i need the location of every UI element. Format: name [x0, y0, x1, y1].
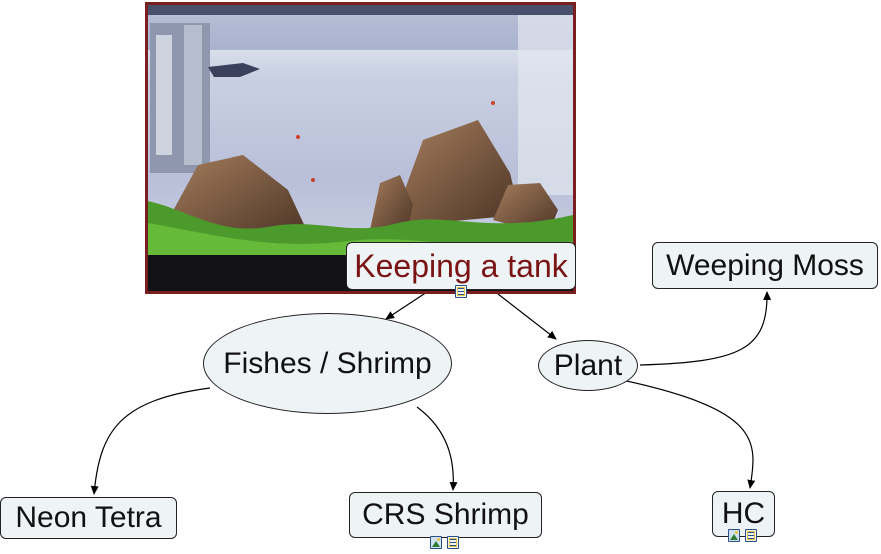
- node-plant[interactable]: Plant: [538, 340, 638, 391]
- node-label: CRS Shrimp: [362, 498, 529, 531]
- node-weeping-moss[interactable]: Weeping Moss: [652, 242, 878, 289]
- node-label: Fishes / Shrimp: [223, 346, 432, 380]
- edge-plant-to-moss: [639, 291, 772, 366]
- node-neon-tetra[interactable]: Neon Tetra: [0, 497, 177, 539]
- edge-plant-to-hc: [621, 379, 756, 489]
- node-label: HC: [721, 497, 766, 530]
- image-icon[interactable]: [728, 529, 740, 542]
- node-keeping-a-tank[interactable]: Keeping a tank: [346, 242, 576, 290]
- note-icon[interactable]: [455, 285, 467, 298]
- node-label: Plant: [553, 348, 623, 382]
- edge-fishes-to-crs: [416, 406, 458, 491]
- node-label: Neon Tetra: [15, 501, 162, 534]
- node-crs-shrimp[interactable]: CRS Shrimp: [349, 492, 542, 538]
- edge-fishes-to-neon: [90, 387, 211, 495]
- node-label: Keeping a tank: [354, 248, 568, 284]
- image-icon[interactable]: [430, 536, 442, 549]
- note-icon[interactable]: [745, 529, 757, 542]
- note-icon[interactable]: [447, 536, 459, 549]
- edge-root-to-plant: [497, 293, 557, 340]
- edge-root-to-fishes: [385, 291, 428, 320]
- node-fishes-shrimp[interactable]: Fishes / Shrimp: [203, 313, 452, 414]
- node-label: Weeping Moss: [666, 248, 864, 282]
- node-hc[interactable]: HC: [712, 491, 775, 537]
